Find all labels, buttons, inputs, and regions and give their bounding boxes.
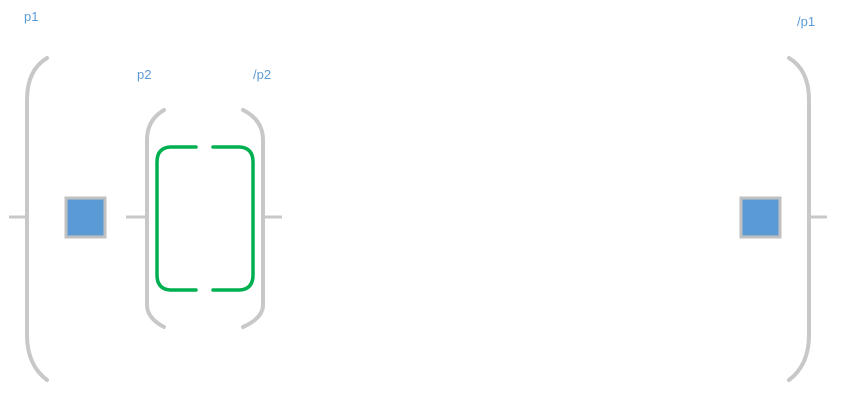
p2-group: p2 /p2: [126, 67, 282, 329]
p1-close-label: /p1: [797, 14, 815, 29]
p1-open-label: p1: [24, 9, 38, 24]
p1-group: p1 /p1: [9, 9, 827, 382]
p2-open-bracket: [145, 108, 166, 329]
right-square: [739, 196, 782, 239]
p2-close-bracket: [241, 108, 265, 329]
p2-close-label: /p2: [253, 67, 271, 82]
left-square: [64, 196, 107, 239]
p2-open-label: p2: [137, 67, 151, 82]
p1-open-bracket: [25, 56, 49, 382]
p1-close-bracket: [787, 56, 811, 382]
inner-shape-left: [155, 145, 198, 292]
inner-shape-right: [211, 145, 255, 292]
